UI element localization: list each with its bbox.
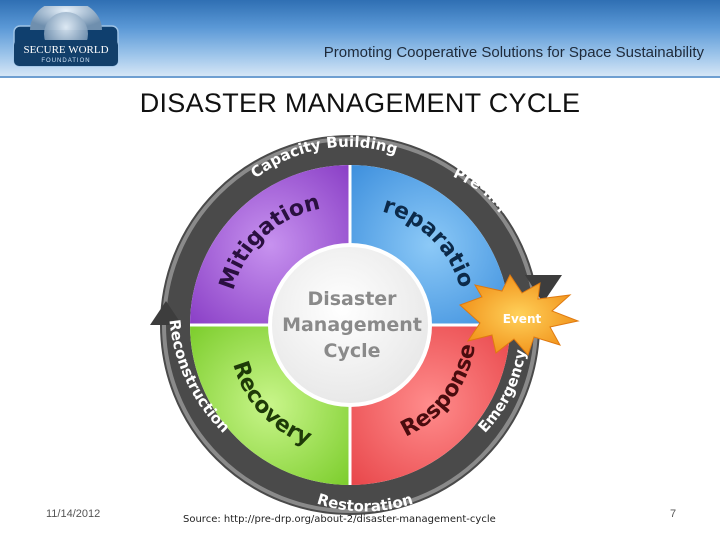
logo-line1: SECURE WORLD [23, 44, 108, 56]
header-tagline: Promoting Cooperative Solutions for Spac… [323, 44, 704, 61]
disaster-cycle-diagram: Disaster Management Cycle Mitigation Pre… [130, 125, 580, 515]
footer-source: Source: http://pre-drp.org/about-2/disas… [183, 514, 496, 525]
event-starburst [459, 274, 580, 356]
header-divider [0, 76, 720, 78]
page-title: DISASTER MANAGEMENT CYCLE [139, 88, 581, 118]
footer-date: 11/14/2012 [46, 508, 101, 520]
arrow-head-right [525, 275, 562, 303]
center-circle [268, 243, 432, 407]
center-line3: Cycle [324, 340, 381, 362]
center-line2: Management [282, 314, 422, 336]
arrow-head-left [150, 301, 182, 325]
logo-line2: FOUNDATION [41, 58, 90, 64]
label-event: Event [503, 312, 542, 326]
secure-world-foundation-logo: SECURE WORLD FOUNDATION [13, 6, 119, 67]
page-number: 7 [670, 508, 677, 520]
center-line1: Disaster [307, 288, 397, 310]
header-banner [0, 0, 720, 78]
